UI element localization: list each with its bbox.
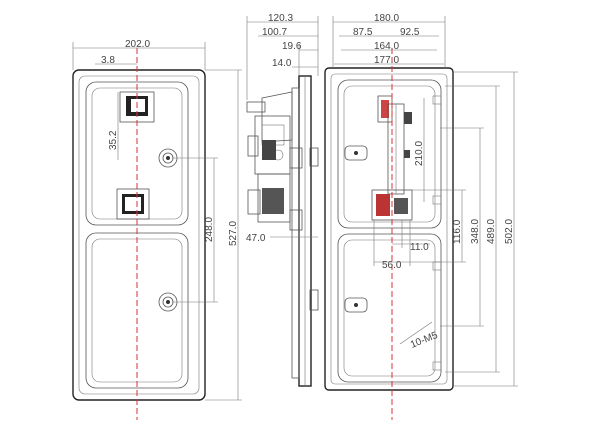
side-d5: 47.0 [246,233,266,244]
back-w2a: 87.5 [353,27,373,38]
front-total-height-label: 527.0 [228,221,239,246]
back-latch-lower [344,297,368,313]
back-s2: 56.0 [382,260,402,271]
side-mechanism [246,91,303,231]
back-h2: 116.0 [452,219,463,244]
back-h1: 210.0 [414,141,425,166]
back-w3: 164.0 [374,41,399,52]
front-offset-label: 3.8 [101,55,115,66]
back-h4: 489.0 [486,219,497,244]
back-w1: 180.0 [374,13,399,24]
back-s1: 11.0 [410,242,429,253]
back-outer-plate [324,67,454,391]
back-latch-upper [344,145,368,161]
back-view: 180.0 87.5 92.5 164.0 177.0 210.0 116.0 … [324,13,518,420]
back-lower-door [337,233,442,383]
side-d2: 100.7 [262,27,287,38]
side-d3: 19.6 [282,41,302,52]
back-w2b: 92.5 [400,27,420,38]
side-d4: 14.0 [272,58,292,69]
back-h5: 502.0 [504,219,515,244]
front-upper-height-label: 248.0 [204,217,215,242]
back-mechanism [371,95,413,221]
front-width-label: 202.0 [125,39,150,50]
front-view: 202.0 3.8 35.2 248.0 527.0 [72,39,242,420]
back-upper-door [337,79,442,229]
back-w4: 177.0 [374,55,399,66]
front-slot-label: 35.2 [108,130,119,150]
side-d1: 120.3 [268,13,293,24]
front-outer-plate [72,69,206,401]
side-view: 120.3 100.7 19.6 14.0 47.0 [246,13,319,387]
back-h3: 348.0 [470,219,481,244]
bill-acceptor [116,188,150,220]
